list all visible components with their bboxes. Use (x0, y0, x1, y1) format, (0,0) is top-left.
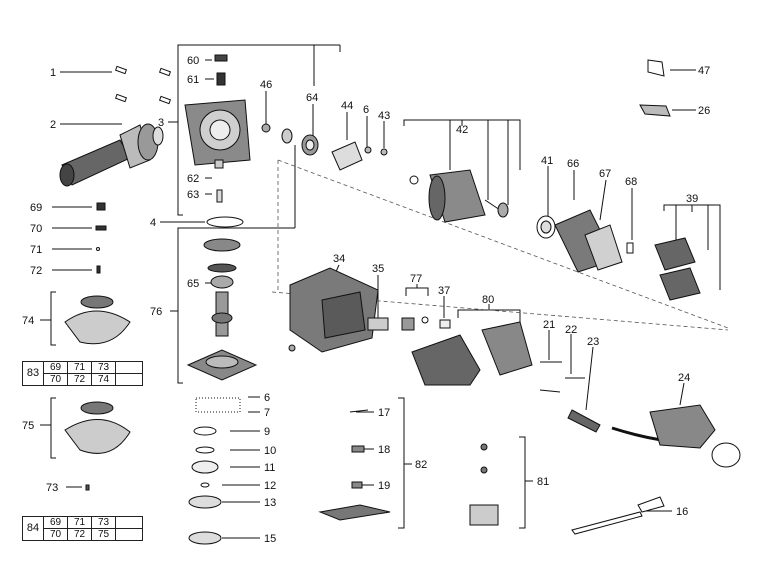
kit-table-84: 84 69 71 73 70 72 75 (22, 516, 143, 541)
callout-6-left: 6 (264, 392, 270, 404)
part-side-handle (59, 123, 164, 187)
callout-61: 61 (187, 74, 199, 86)
part-washers-column (188, 397, 241, 545)
part-screws-1 (114, 65, 172, 105)
callout-70: 70 (30, 223, 42, 235)
callout-15: 15 (264, 533, 276, 545)
callout-41: 41 (541, 155, 553, 167)
part-motor-housing-34 (288, 267, 389, 353)
part-stator-66-67 (554, 209, 634, 273)
callout-35: 35 (372, 263, 384, 275)
part-brush-holders-39 (654, 237, 701, 301)
kit-cell: 69 (43, 361, 68, 374)
part-rear-housing-80 (411, 321, 533, 386)
callout-39: 39 (686, 193, 698, 205)
part-screws-21-22 (539, 361, 585, 393)
callout-60: 60 (187, 55, 199, 67)
kit-cell: 72 (67, 373, 92, 386)
kit-cell: 71 (67, 361, 92, 374)
part-switch-77 (401, 316, 451, 331)
callout-73: 73 (46, 482, 58, 494)
callout-43: 43 (378, 110, 390, 122)
kit-cell (115, 361, 143, 374)
part-hardware-kit-82 (318, 409, 391, 521)
callout-71: 71 (30, 244, 42, 256)
callout-65: 65 (187, 278, 199, 290)
callout-62: 62 (187, 173, 199, 185)
callout-69: 69 (30, 202, 42, 214)
kit-cell: 71 (67, 516, 92, 529)
callout-46: 46 (260, 79, 272, 91)
part-bearings-upper (261, 123, 388, 171)
callout-18: 18 (378, 444, 390, 456)
kit-cell: 75 (91, 528, 116, 541)
callout-19: 19 (378, 480, 390, 492)
leader-lines (40, 44, 721, 539)
callout-42: 42 (456, 124, 468, 136)
callout-2: 2 (50, 119, 56, 131)
callout-labels: 1 2 3 4 6 6 7 9 10 11 12 13 15 16 17 18 … (22, 55, 710, 545)
kit-cell: 69 (43, 516, 68, 529)
callout-24: 24 (678, 372, 690, 384)
part-gear-housing-3 (184, 54, 251, 228)
callout-13: 13 (264, 497, 276, 509)
callout-64: 64 (306, 92, 318, 104)
callout-26: 26 (698, 105, 710, 117)
kit-number: 84 (22, 516, 44, 541)
part-small-loose-items (85, 59, 671, 491)
callout-11: 11 (264, 462, 275, 474)
part-cable-23-24 (567, 404, 741, 468)
callout-72: 72 (30, 265, 42, 277)
kit-cell: 73 (91, 516, 116, 529)
kit-cell: 70 (43, 373, 68, 386)
callout-74: 74 (22, 315, 34, 327)
callout-9: 9 (264, 426, 270, 438)
callout-77: 77 (410, 273, 422, 285)
callout-47: 47 (698, 65, 710, 77)
callout-17: 17 (378, 407, 390, 419)
part-guards-74-75 (64, 295, 131, 454)
callout-4: 4 (150, 217, 156, 229)
kit-cell: 74 (91, 373, 116, 386)
kit-cell (115, 528, 143, 541)
callout-21: 21 (543, 319, 555, 331)
callout-7: 7 (264, 407, 270, 419)
callout-34: 34 (333, 253, 345, 265)
kit-cell: 72 (67, 528, 92, 541)
callout-3: 3 (158, 117, 164, 129)
callout-12: 12 (264, 480, 276, 492)
callout-76: 76 (150, 306, 162, 318)
part-spindle-assembly-76 (186, 238, 258, 381)
callout-10: 10 (264, 445, 276, 457)
callout-80: 80 (482, 294, 494, 306)
part-hardware-kit-81 (469, 443, 499, 526)
callout-67: 67 (599, 168, 611, 180)
callout-63: 63 (187, 189, 199, 201)
callout-68: 68 (625, 176, 637, 188)
assembly-axis-lines (271, 159, 729, 331)
part-spanner-16 (571, 496, 665, 535)
callout-23: 23 (587, 336, 599, 348)
callout-82: 82 (415, 459, 427, 471)
callout-6-top: 6 (363, 104, 369, 116)
kit-cell: 73 (91, 361, 116, 374)
kit-cell: 70 (43, 528, 68, 541)
callout-75: 75 (22, 420, 34, 432)
callout-44: 44 (341, 100, 353, 112)
kit-number: 83 (22, 361, 44, 386)
callout-37: 37 (438, 285, 450, 297)
kit-table-83: 83 69 71 73 70 72 74 (22, 361, 143, 386)
part-armature-42 (409, 169, 556, 239)
callout-81: 81 (537, 476, 549, 488)
callout-1: 1 (50, 67, 56, 79)
callout-16: 16 (676, 506, 688, 518)
kit-cell (115, 516, 143, 529)
callout-22: 22 (565, 324, 577, 336)
callout-66: 66 (567, 158, 579, 170)
kit-cell (115, 373, 143, 386)
